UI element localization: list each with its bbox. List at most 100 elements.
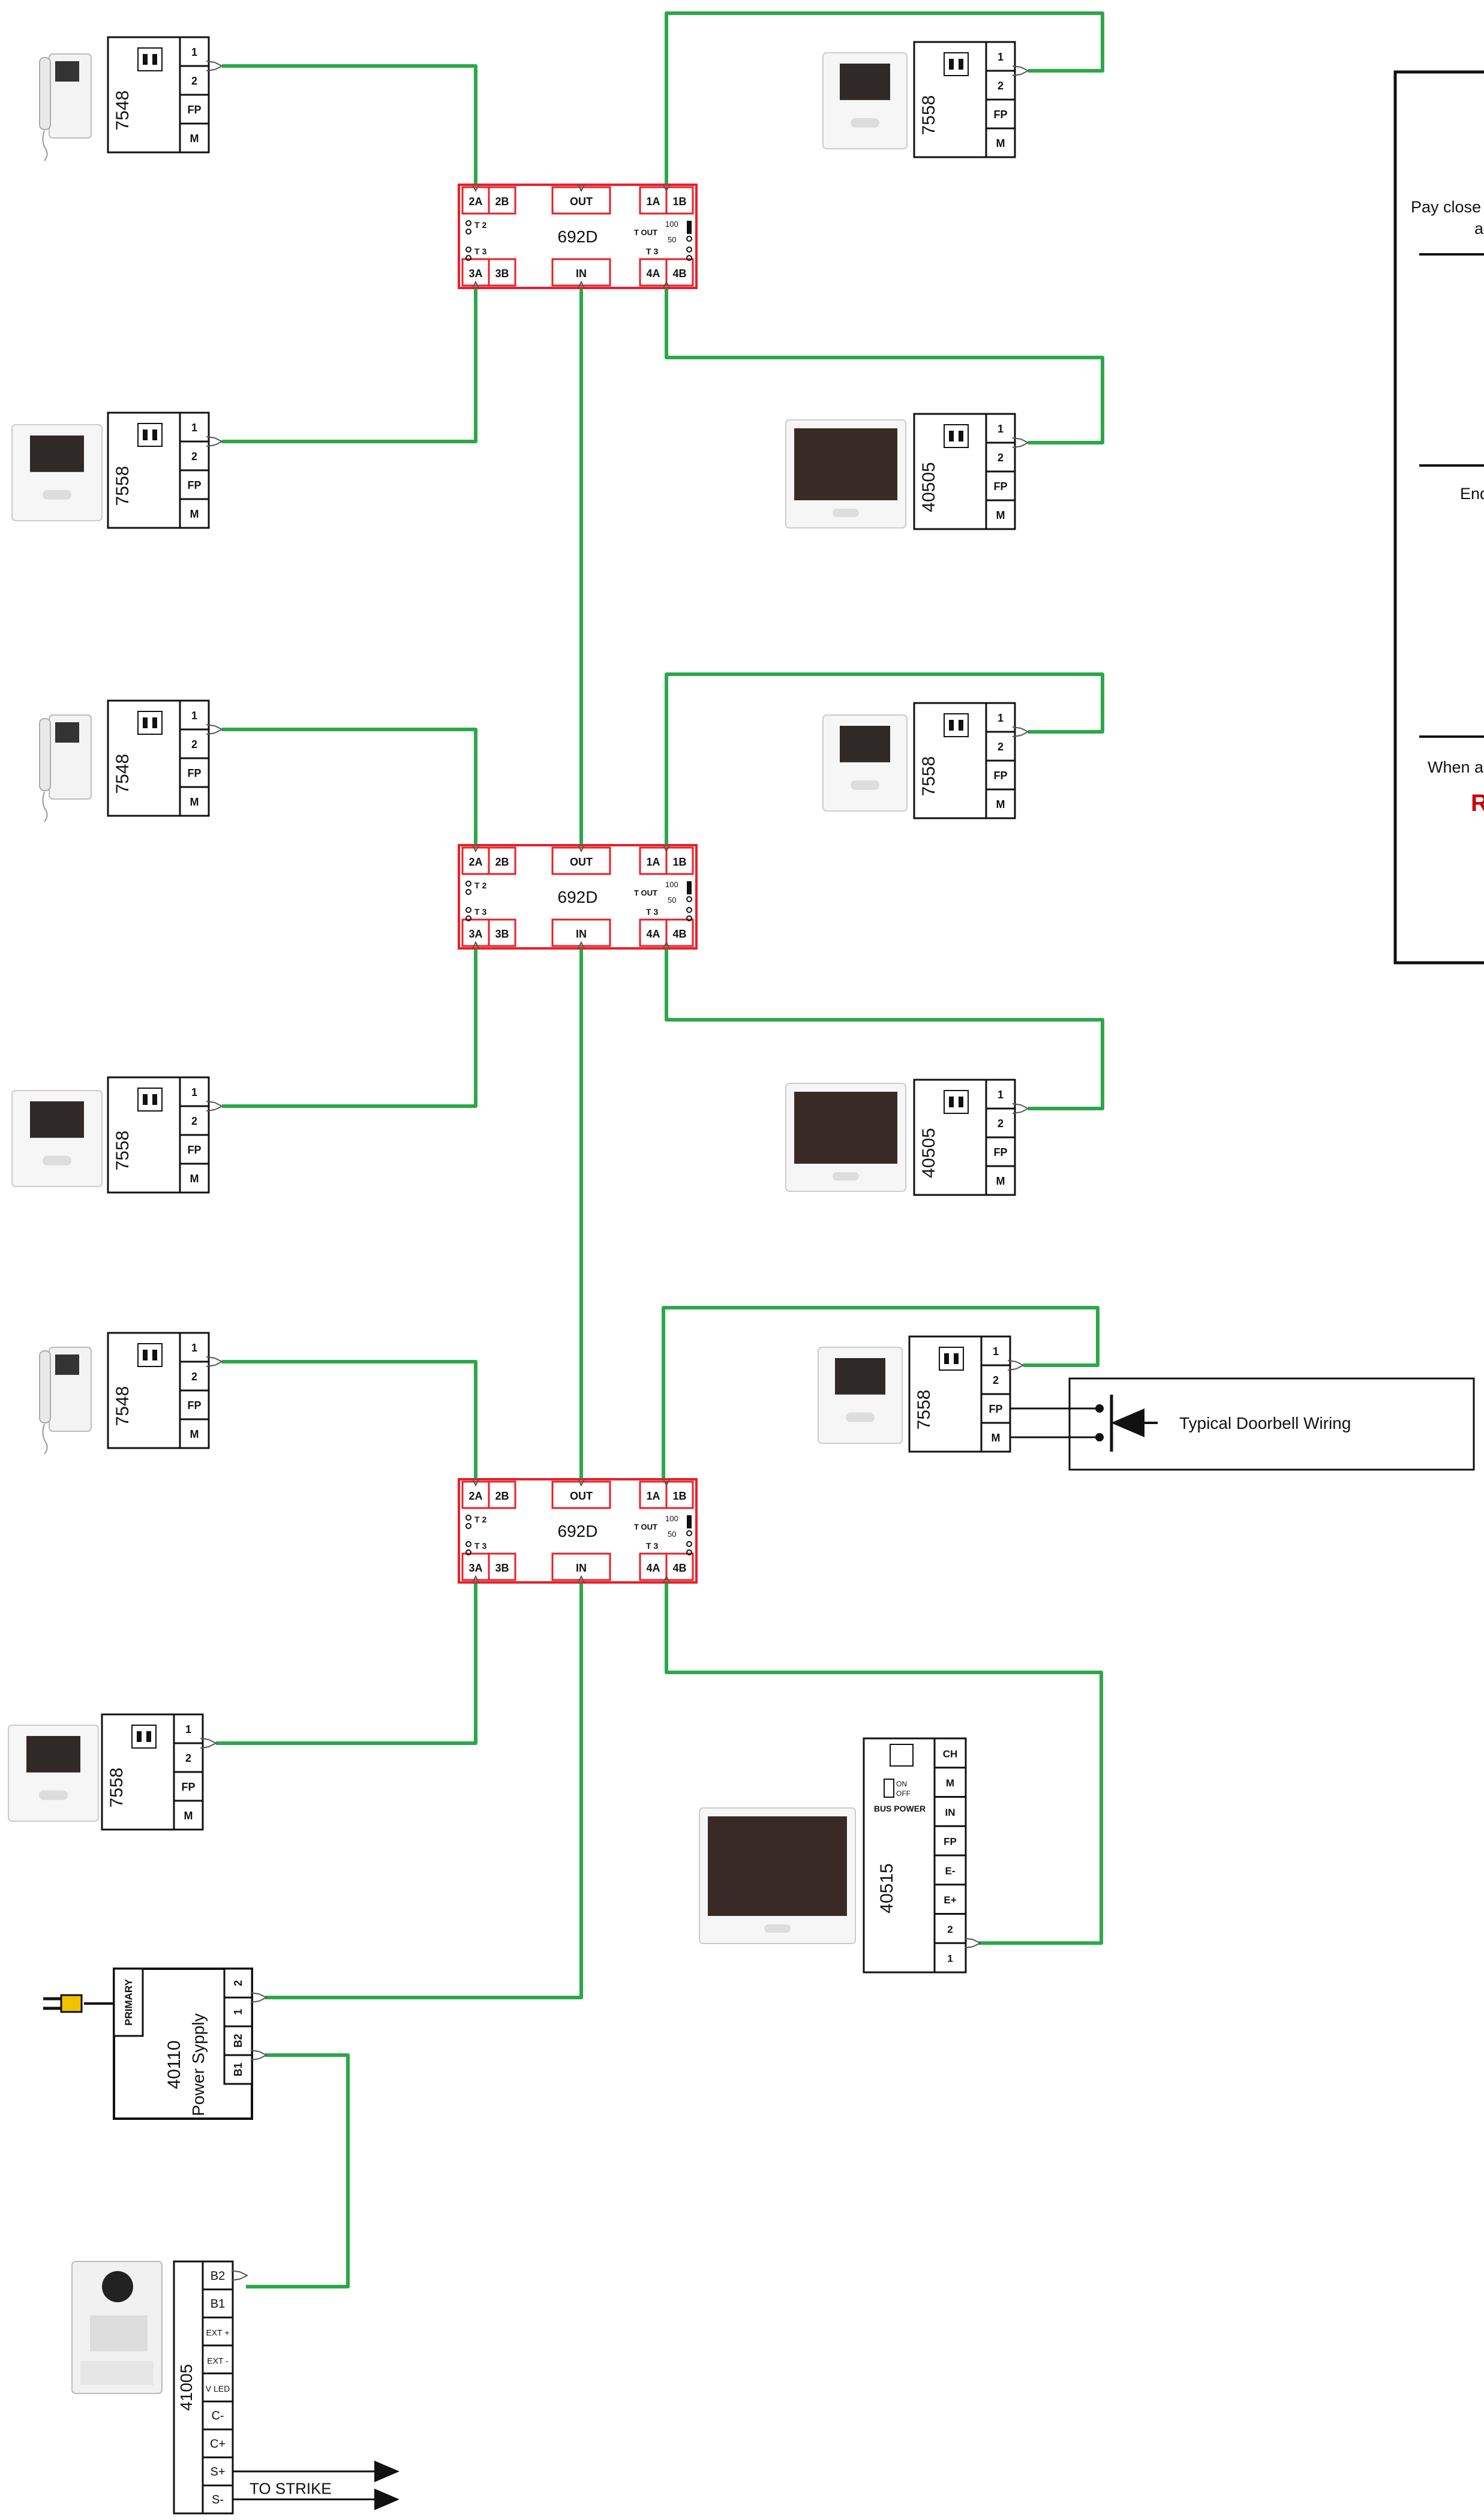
fork-lead bbox=[231, 2270, 241, 2273]
port-OUT: OUT bbox=[570, 856, 593, 868]
fork-lead bbox=[250, 2050, 260, 2052]
cable-fork bbox=[250, 2050, 268, 2061]
cable-fork bbox=[471, 1575, 480, 1584]
terminal-M: M bbox=[190, 796, 199, 808]
jumper-pin bbox=[465, 247, 471, 253]
dip-switch-icon bbox=[944, 713, 969, 737]
jumper-pin bbox=[465, 907, 471, 913]
wire-d2-3 bbox=[222, 948, 477, 1108]
panel-terminal: C+ bbox=[210, 2437, 226, 2450]
handset bbox=[39, 57, 51, 130]
fork-lead bbox=[250, 2001, 260, 2003]
tout-label: T OUT bbox=[634, 888, 657, 897]
terminal-1: 1 bbox=[191, 422, 197, 434]
fork-lines bbox=[1020, 438, 1030, 447]
monitor-screen bbox=[835, 1358, 885, 1395]
cable-fork bbox=[577, 843, 585, 853]
wire-d2-4 bbox=[665, 948, 1104, 1110]
tout-jumper bbox=[687, 1515, 692, 1528]
strike-label: TO STRIKE bbox=[250, 2479, 332, 2497]
dip-switch-icon bbox=[939, 1347, 964, 1371]
terminal-FP: FP bbox=[993, 109, 1007, 121]
jumper-t2-label: T 2 bbox=[474, 1515, 486, 1524]
fork-lines bbox=[471, 941, 480, 950]
fork-lines bbox=[577, 1575, 585, 1584]
fork-lead bbox=[206, 1101, 215, 1103]
port-box bbox=[665, 918, 694, 947]
terminal-E+: E+ bbox=[944, 1894, 956, 1906]
handset-cord bbox=[42, 1423, 48, 1455]
jumper-pin bbox=[465, 255, 471, 261]
jumper-pin bbox=[465, 1515, 471, 1521]
fork-lead bbox=[1012, 735, 1022, 737]
cable-fork bbox=[206, 724, 224, 735]
panel-terminal: C- bbox=[211, 2410, 224, 2423]
cable-fork bbox=[1012, 65, 1030, 76]
fork-lead bbox=[1007, 1360, 1017, 1362]
terminal-E-: E- bbox=[945, 1865, 956, 1876]
jumper-pin bbox=[686, 896, 692, 902]
terminal-M: M bbox=[946, 1777, 954, 1789]
fork-lead bbox=[1012, 446, 1022, 448]
terminal-2: 2 bbox=[998, 452, 1004, 464]
port-3B: 3B bbox=[495, 928, 509, 940]
cable-fork bbox=[577, 280, 585, 290]
monitor-image bbox=[818, 1347, 903, 1444]
fork-lines bbox=[1016, 1361, 1025, 1369]
fork-lines bbox=[577, 941, 585, 950]
monitor-model-label: 7558 bbox=[919, 756, 939, 797]
jumper-pin bbox=[686, 247, 692, 253]
fork-lines bbox=[214, 62, 224, 70]
dip-switch-icon bbox=[137, 47, 163, 71]
dip-switch-icon bbox=[944, 1090, 969, 1114]
doorbell-wiring-box: Typical Doorbell Wiring bbox=[1011, 1377, 1475, 1471]
fork-lines bbox=[662, 280, 671, 290]
dip-switch-icon bbox=[131, 1725, 157, 1749]
note-text-2: End bbox=[1460, 485, 1484, 503]
port-3A: 3A bbox=[468, 928, 482, 940]
fork-lines bbox=[259, 1993, 268, 2002]
doorbell-label: Typical Doorbell Wiring bbox=[1179, 1414, 1351, 1432]
jumper-pin bbox=[686, 1530, 692, 1536]
jumper-t3-label: T 3 bbox=[474, 907, 486, 917]
terminal-M: M bbox=[184, 1810, 193, 1822]
dip-switch-icon bbox=[137, 711, 163, 735]
fork-lines bbox=[208, 1739, 218, 1747]
port-2B: 2B bbox=[495, 856, 509, 868]
dip-switch-icon bbox=[944, 424, 969, 448]
jumper-t2-label: T 2 bbox=[474, 881, 486, 890]
jumper-pin bbox=[465, 915, 471, 921]
fork-lead bbox=[206, 436, 215, 438]
fork-lines bbox=[662, 183, 671, 193]
jumper-pin bbox=[465, 1523, 471, 1529]
cable-fork bbox=[662, 280, 671, 290]
fork-lines bbox=[1020, 1104, 1030, 1113]
panel-terminal: S+ bbox=[210, 2465, 225, 2479]
dip-switch-lever bbox=[949, 59, 954, 70]
dip-switch-icon bbox=[137, 1343, 163, 1367]
fork-lead bbox=[250, 2058, 260, 2061]
dip-switch-lever bbox=[954, 1353, 959, 1364]
jumper-t3-label: T 3 bbox=[646, 907, 658, 917]
fork-lead bbox=[206, 69, 215, 71]
monitor-image bbox=[785, 1083, 906, 1192]
monitor-button bbox=[851, 118, 879, 128]
terminal-2: 2 bbox=[191, 1371, 197, 1383]
wire-d3-1 bbox=[662, 1306, 1100, 1479]
terminal-FP: FP bbox=[993, 480, 1007, 492]
panel-terminal: V LED bbox=[206, 2384, 230, 2393]
fork-lead bbox=[1012, 74, 1022, 76]
fork-lines bbox=[662, 941, 671, 950]
fork-lines bbox=[471, 280, 480, 290]
cable-fork bbox=[662, 843, 671, 853]
terminal-1: 1 bbox=[998, 51, 1004, 63]
jumper-pin bbox=[686, 255, 692, 261]
